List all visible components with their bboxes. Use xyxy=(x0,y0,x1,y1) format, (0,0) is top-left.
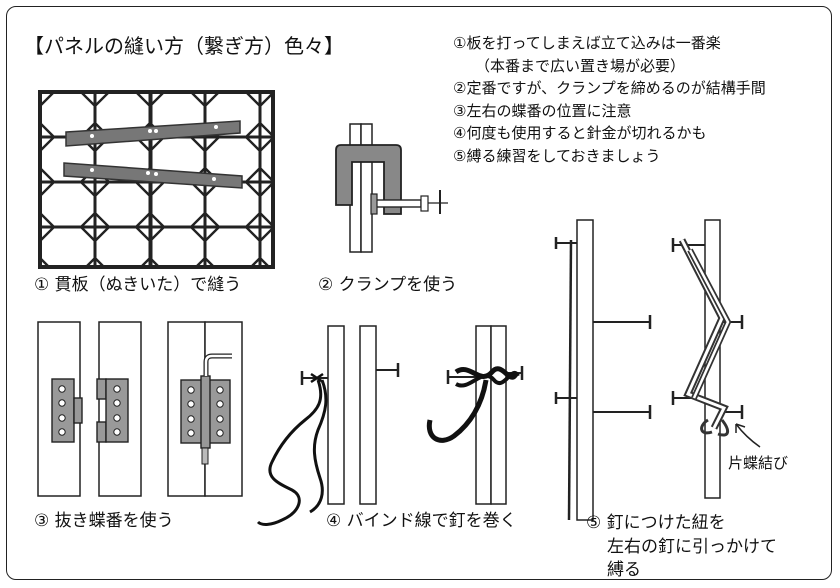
method2-clamp-illustration xyxy=(335,123,448,253)
caption-method5-line2: 左右の釘に引っかけて xyxy=(607,537,777,557)
caption-method5-line1: ⑤ 釘につけた紐を xyxy=(586,513,726,533)
notes-list: ①板を打ってしまえば立て込みは一番楽 （本番まで広い置き場が必要） ②定番ですが… xyxy=(453,32,766,167)
method3-hinge-illustration xyxy=(37,321,243,497)
nuki-board-upper xyxy=(65,120,241,147)
method1-panel-illustration xyxy=(38,90,275,269)
note-1: ①板を打ってしまえば立て込みは一番楽 xyxy=(453,34,721,52)
caption-method1: ① 貫板（ぬきいた）で縫う xyxy=(34,275,242,295)
diagram-frame xyxy=(6,6,832,580)
nuki-board-lower xyxy=(63,162,243,189)
caption-method2: ② クランプを使う xyxy=(318,275,458,295)
caption-method3: ③ 抜き蝶番を使う xyxy=(34,511,174,531)
note-2: ②定番ですが、クランプを締めるのが結構手間 xyxy=(453,79,766,97)
bow-knot-label: 片蝶結び xyxy=(728,454,789,472)
caption-method4: ④ バインド線で釘を巻く xyxy=(326,511,517,531)
caption-method5-line3: 縛る xyxy=(607,560,641,580)
note-1-sub: （本番まで広い置き場が必要） xyxy=(475,56,686,75)
note-4: ④何度も使用すると針金が切れるかも xyxy=(453,124,707,142)
method4-bindwire-illustration xyxy=(256,325,524,526)
note-5: ⑤縛る練習をしておきましょう xyxy=(453,146,661,165)
note-3: ③左右の蝶番の位置に注意 xyxy=(453,101,632,120)
method5-rope-illustration xyxy=(554,219,761,521)
page-title: 【パネルの縫い方（繋ぎ方）色々】 xyxy=(24,34,344,58)
